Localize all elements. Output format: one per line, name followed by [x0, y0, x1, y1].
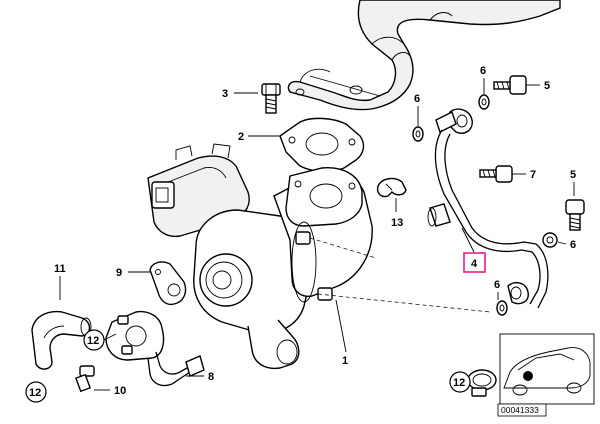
oil-pipe-part-4 — [412, 75, 549, 316]
callout-8: 8 — [208, 371, 214, 383]
callout-9: 9 — [116, 267, 122, 279]
callout-5-top: 5 — [544, 80, 550, 92]
hose-clamp-part-12 — [467, 369, 497, 397]
callout-6-right: 6 — [570, 239, 576, 251]
bolt-part-3 — [234, 83, 281, 114]
highlight-box — [463, 252, 486, 273]
flange-pipe-part-8 — [105, 310, 205, 387]
gasket-part-9 — [128, 261, 187, 306]
exhaust-manifold-drawing — [287, 0, 561, 111]
callout-3: 3 — [222, 88, 228, 100]
callout-4: 4 — [471, 258, 478, 270]
circled-callout-12-c: 12 — [453, 377, 465, 389]
callout-7: 7 — [530, 169, 536, 181]
callout-labels: 3 2 1 9 11 8 10 13 6 6 5 7 5 6 6 — [54, 65, 576, 397]
bolt-part-7 — [479, 165, 526, 183]
gasket-part-2 — [248, 117, 365, 173]
callout-6-top-left: 6 — [414, 93, 420, 105]
callout-11: 11 — [54, 263, 66, 275]
hose-part-11 — [31, 276, 92, 370]
callout-5-right: 5 — [570, 169, 576, 181]
vehicle-location-thumbnail — [499, 333, 595, 405]
highlighted-callout-4: 4 — [463, 252, 486, 273]
callout-1: 1 — [342, 355, 348, 367]
diagram-reference: 00041333 — [497, 403, 547, 417]
circled-callout-12-a: 12 — [87, 335, 99, 347]
turbocharger-part-1 — [147, 143, 491, 370]
reference-number: 00041333 — [501, 405, 539, 415]
bolt-part-5-right — [542, 182, 585, 248]
clip-part-13 — [376, 177, 407, 212]
bolt-part-10 — [75, 365, 110, 393]
circled-callouts: 12 12 12 — [25, 329, 471, 403]
callout-6-top-right: 6 — [480, 65, 486, 77]
location-marker-dot — [523, 371, 533, 381]
callout-6-bottom: 6 — [494, 279, 500, 291]
callout-10: 10 — [114, 385, 126, 397]
callout-2: 2 — [238, 131, 244, 143]
callout-13: 13 — [391, 217, 403, 229]
circled-callout-12-b: 12 — [29, 387, 41, 399]
